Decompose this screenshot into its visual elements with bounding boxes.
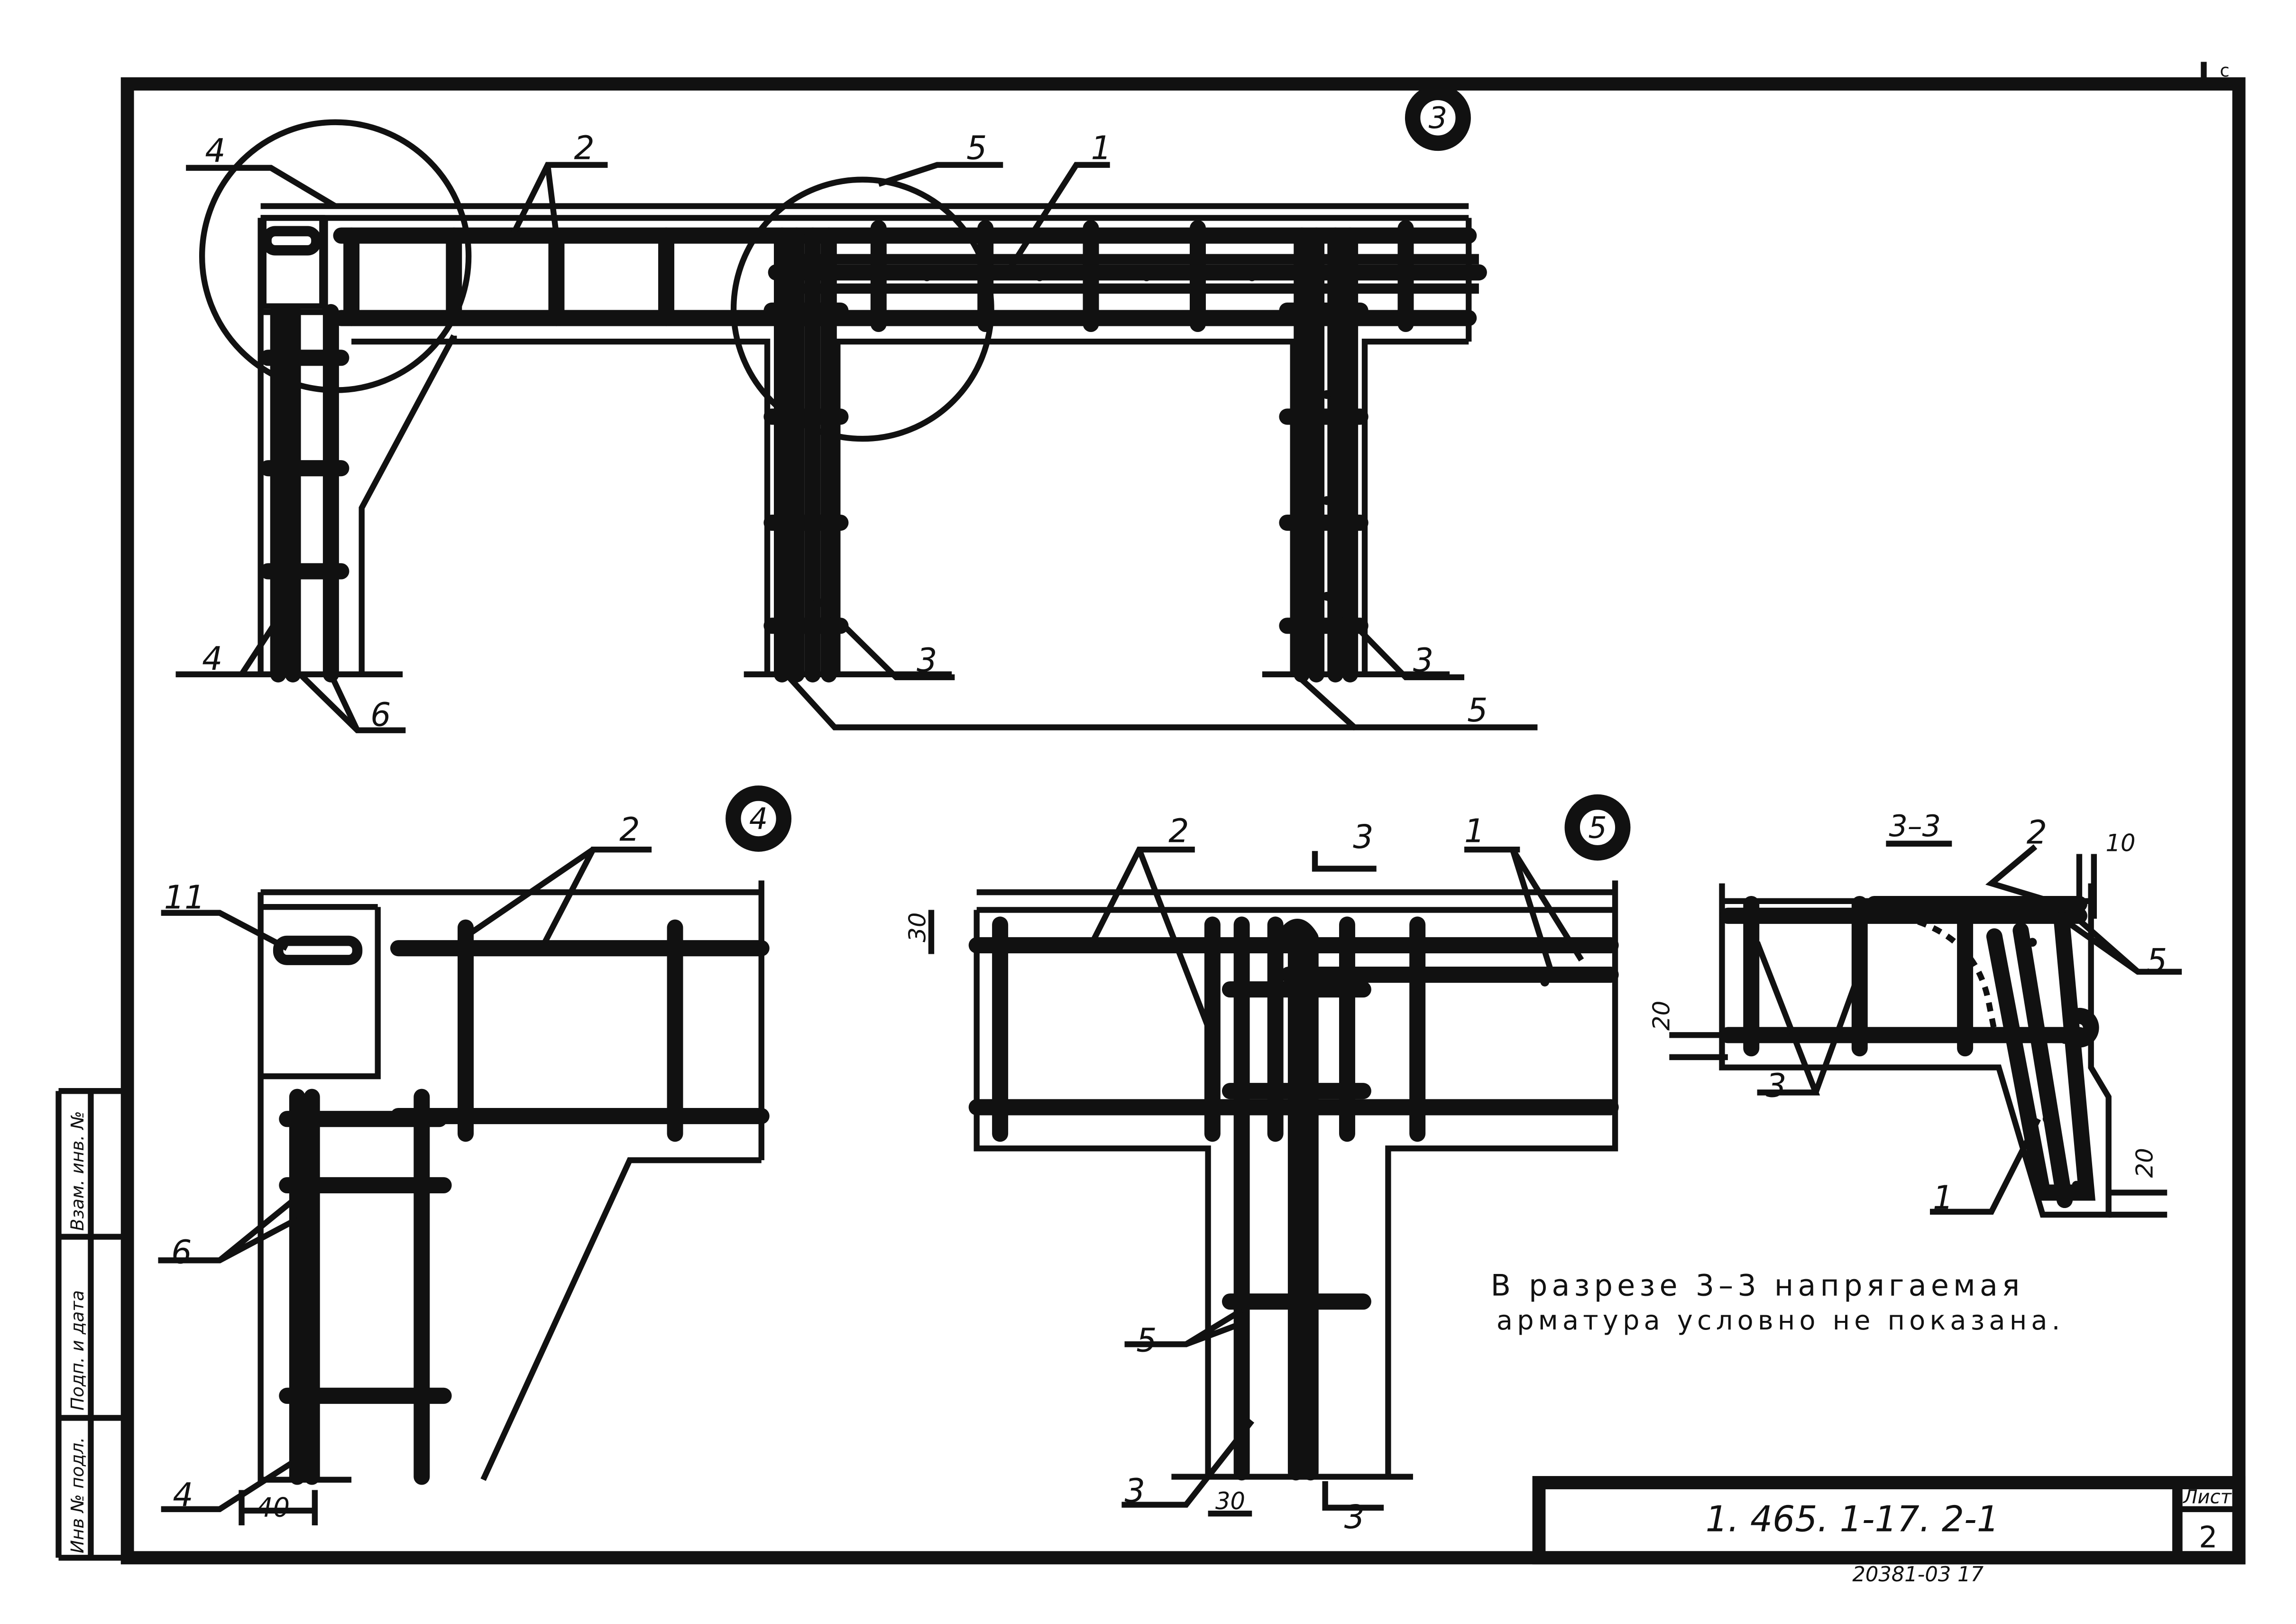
note: В разрезе 3–3 напрягаемая арматура услов… bbox=[1491, 1269, 2065, 1337]
detail-3: 3 bbox=[175, 84, 1538, 734]
drawing-code: 1. 465. 1-17. 2-1 bbox=[1706, 1498, 1999, 1540]
s33-dim-20-left: 20 bbox=[1647, 1001, 1675, 1031]
note-line-2: арматура условно не показана. bbox=[1497, 1305, 2065, 1336]
stamp-podp: Подп. и дата bbox=[67, 1290, 88, 1411]
sheet-frame: с bbox=[55, 60, 2246, 1565]
sheet-number: 2 bbox=[2199, 1520, 2217, 1554]
d3-leader-4-top: 4 bbox=[205, 132, 225, 170]
d3-leader-6: 6 bbox=[370, 696, 391, 734]
d3-leader-5-bottom: 5 bbox=[1467, 692, 1488, 729]
d5-section-mark-top: 3 bbox=[1353, 819, 1373, 856]
d4-leader-2: 2 bbox=[619, 811, 640, 849]
d3-leader-3-mid: 3 bbox=[917, 642, 937, 679]
s33-leader-3: 3 bbox=[1766, 1068, 1786, 1105]
stamp-vzam: Взам. инв. № bbox=[67, 1111, 88, 1231]
d3-leader-3-right: 3 bbox=[1413, 642, 1433, 679]
s33-dim-10: 10 bbox=[2106, 829, 2136, 857]
d3-leader-2: 2 bbox=[574, 129, 595, 167]
section-3-3: 3–3 2 5 3 1 10 bbox=[1647, 809, 2182, 1218]
d5-dim-30-top: 30 bbox=[904, 913, 931, 942]
footer-number: 20381-03 17 bbox=[1852, 1563, 1984, 1587]
d5-leader-1: 1 bbox=[1464, 812, 1485, 850]
detail-4: 4 11 2 6 4 40 bbox=[158, 785, 792, 1526]
d4-leader-4: 4 bbox=[173, 1476, 193, 1514]
d4-leader-6: 6 bbox=[171, 1234, 192, 1271]
detail-4-marker bbox=[726, 785, 792, 852]
d3-leader-5-top: 5 bbox=[966, 129, 987, 167]
detail-3-marker-label: 3 bbox=[1429, 101, 1447, 135]
s33-leader-2: 2 bbox=[2027, 814, 2047, 852]
section-title: 3–3 bbox=[1889, 809, 1941, 843]
s33-dim-20-right: 20 bbox=[2131, 1148, 2158, 1178]
d5-leader-2: 2 bbox=[1168, 812, 1189, 850]
d4-dim-40: 40 bbox=[256, 1492, 290, 1523]
d5-leader-5: 5 bbox=[1136, 1322, 1157, 1360]
d4-leader-11: 11 bbox=[164, 879, 205, 916]
note-line-1: В разрезе 3–3 напрягаемая bbox=[1491, 1269, 2024, 1303]
sheet-label: Лист bbox=[2182, 1486, 2232, 1508]
title-block: 1. 465. 1-17. 2-1 Лист 2 20381-03 17 bbox=[1532, 1476, 2246, 1587]
s33-leader-1: 1 bbox=[1933, 1179, 1953, 1217]
stamp-inv-podl: Инв № подл. bbox=[67, 1437, 88, 1553]
corner-mark: с bbox=[2220, 60, 2229, 81]
detail-3-marker bbox=[1405, 84, 1471, 151]
detail-5: 5 bbox=[904, 794, 1631, 1536]
detail-5-marker-label: 5 bbox=[1588, 811, 1607, 845]
d5-dim-30-bottom: 30 bbox=[1215, 1487, 1245, 1515]
s33-leader-5: 5 bbox=[2147, 942, 2167, 980]
d3-leader-1: 1 bbox=[1091, 129, 1111, 167]
side-stamp: Инв № подл. Подп. и дата Взам. инв. № bbox=[67, 1111, 88, 1553]
d5-section-mark-bottom: 3 bbox=[1344, 1499, 1365, 1536]
detail-4-marker-label: 4 bbox=[749, 802, 768, 836]
d3-leader-4-bottom: 4 bbox=[202, 640, 222, 678]
d5-leader-3: 3 bbox=[1125, 1472, 1145, 1510]
detail-5-marker bbox=[1564, 794, 1631, 861]
